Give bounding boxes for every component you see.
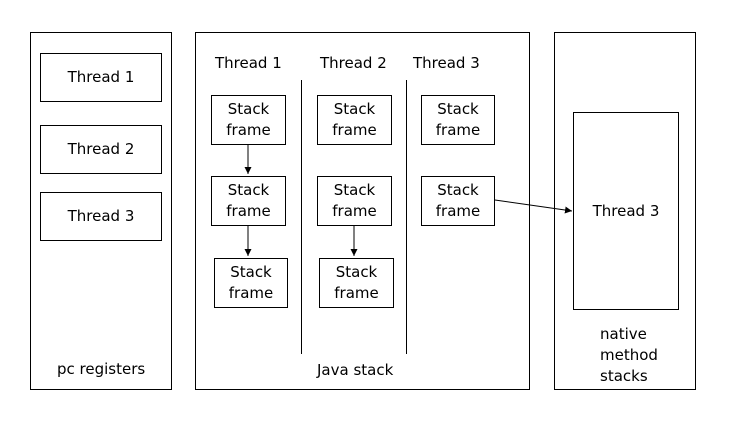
pc-register-thread-2: Thread 2 <box>40 125 162 174</box>
native-method-stacks-caption: native method stacks <box>600 325 658 385</box>
native-stack-thread-3: Thread 3 <box>573 112 679 310</box>
java-stack-thread-2-header: Thread 2 <box>320 54 387 72</box>
java-stack-column-divider-1 <box>301 80 302 354</box>
java-stack-caption: Java stack <box>317 361 394 379</box>
stack-frame: Stack frame <box>421 176 495 226</box>
stack-frame: Stack frame <box>214 258 288 308</box>
stack-frame: Stack frame <box>211 95 286 145</box>
stack-frame: Stack frame <box>319 258 394 308</box>
java-stack-thread-1-header: Thread 1 <box>215 54 282 72</box>
pc-registers-caption: pc registers <box>57 360 146 378</box>
stack-frame: Stack frame <box>317 176 392 226</box>
java-stack-thread-3-header: Thread 3 <box>413 54 480 72</box>
pc-register-thread-3: Thread 3 <box>40 192 162 241</box>
stack-frame: Stack frame <box>317 95 392 145</box>
java-stack-column-divider-2 <box>406 80 407 354</box>
pc-register-thread-1: Thread 1 <box>40 53 162 102</box>
stack-frame: Stack frame <box>211 176 286 226</box>
stack-frame: Stack frame <box>421 95 495 145</box>
